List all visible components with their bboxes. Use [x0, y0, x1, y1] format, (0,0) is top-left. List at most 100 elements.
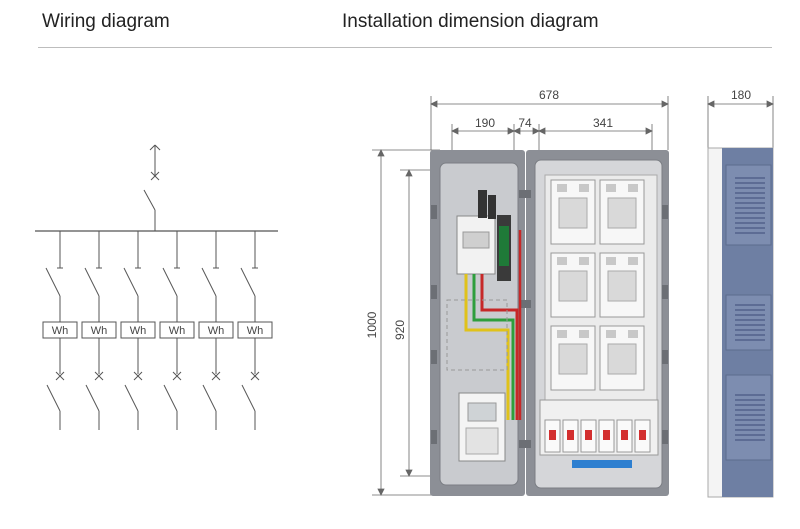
breaker-mark: [55, 371, 65, 381]
incoming-arrow: [154, 144, 161, 151]
mcb-toggle: [585, 430, 592, 440]
right-section-width-label: 341: [593, 116, 613, 130]
meter-socket-window: [607, 197, 637, 229]
miniature-breaker: [580, 419, 597, 453]
enclosure-side-view: [707, 147, 774, 498]
dimension-arrows: [451, 127, 653, 135]
meter-label: Wh: [130, 325, 147, 337]
main-switch-blade: [143, 189, 156, 211]
meter-socket-window: [607, 270, 637, 302]
main-switch-mark: [150, 171, 160, 181]
incoming-arrow: [149, 144, 156, 151]
meter-clip: [606, 184, 616, 192]
meter-socket: [599, 325, 645, 391]
breaker-mark: [211, 371, 221, 381]
main-breaker-handle: [462, 231, 490, 249]
mcb-toggle: [621, 430, 628, 440]
meter-socket: [550, 252, 596, 318]
breaker-mark: [250, 371, 260, 381]
inner-height-label: 920: [393, 320, 407, 340]
meter-socket-window: [558, 197, 588, 229]
meter-socket-window: [558, 270, 588, 302]
incoming-cable: [488, 195, 496, 219]
meter-clip: [557, 184, 567, 192]
mcb-toggle: [603, 430, 610, 440]
red-wire: [480, 274, 519, 420]
miniature-breaker: [562, 419, 579, 453]
door-hinges: [431, 190, 668, 448]
meter-label: Wh: [91, 325, 108, 337]
meter-socket-window: [607, 343, 637, 375]
isolator-blade: [123, 267, 139, 297]
meter-array: [550, 179, 645, 391]
mcb-toggle: [567, 430, 574, 440]
miniature-breaker: [634, 419, 651, 453]
ventilation-slots: [735, 177, 765, 441]
breaker-blade: [241, 384, 256, 412]
side-panel-bottom: [725, 374, 772, 461]
meter-socket: [550, 325, 596, 391]
breaker-blade: [163, 384, 178, 412]
meter-socket: [599, 179, 645, 245]
meter-clip: [606, 257, 616, 265]
overall-height-label: 1000: [365, 311, 379, 338]
left-section-width-label: 190: [475, 116, 495, 130]
branch-circuit: Wh: [42, 231, 78, 430]
isolator-blade: [45, 267, 61, 297]
depth-label: 180: [731, 88, 751, 102]
incoming-cable: [478, 190, 487, 218]
meter-label: Wh: [208, 325, 225, 337]
earth-terminal: [499, 226, 509, 266]
overall-width-label: 678: [539, 88, 559, 102]
isolator-blade: [162, 267, 178, 297]
meter-clip: [579, 184, 589, 192]
branch-circuit: Wh: [120, 231, 156, 430]
heading-divider: [38, 47, 772, 48]
breaker-blade: [85, 384, 100, 412]
meter-clip: [606, 330, 616, 338]
gap-width-label: 74: [518, 116, 532, 130]
breaker-mark: [172, 371, 182, 381]
enclosure-front-view: [430, 150, 669, 496]
wiring-diagram: Wh Wh Wh Wh Wh Wh: [35, 144, 278, 430]
breaker-blade: [46, 384, 61, 412]
meter-clip: [579, 257, 589, 265]
isolator-blade: [240, 267, 256, 297]
meter-clip: [628, 257, 638, 265]
miniature-breaker: [616, 419, 633, 453]
meter-socket: [550, 179, 596, 245]
meter-display: [467, 402, 497, 422]
branch-circuit: Wh: [81, 231, 117, 430]
miniature-breaker: [598, 419, 615, 453]
meter-clip: [628, 330, 638, 338]
branch-circuits: Wh Wh Wh Wh Wh Wh: [42, 231, 273, 430]
meter-clip: [557, 330, 567, 338]
green-wire: [472, 274, 515, 420]
meter-terminal-cover: [465, 427, 499, 455]
branch-circuit: Wh: [159, 231, 195, 430]
meter-label: Wh: [247, 325, 264, 337]
meter-clip: [628, 184, 638, 192]
meter-socket-window: [558, 343, 588, 375]
dimension-arrows: [707, 100, 774, 108]
breaker-mark: [94, 371, 104, 381]
mcb-toggle: [549, 430, 556, 440]
isolator-blade: [201, 267, 217, 297]
meter-clip: [579, 330, 589, 338]
wiring-diagram-heading: Wiring diagram: [42, 11, 170, 32]
dimension-arrows: [405, 169, 413, 477]
breaker-blade: [202, 384, 217, 412]
branch-circuit: Wh: [237, 231, 273, 430]
dimension-arrows: [430, 100, 669, 108]
side-panel-middle: [725, 294, 772, 351]
breaker-blade: [124, 384, 139, 412]
terminal-strip: [572, 460, 632, 468]
branch-circuit: Wh: [198, 231, 234, 430]
mcb-toggle: [639, 430, 646, 440]
yellow-wire: [464, 274, 510, 420]
miniature-breakers: [544, 419, 651, 453]
breaker-mark: [133, 371, 143, 381]
isolator-blade: [84, 267, 100, 297]
meter-socket: [599, 252, 645, 318]
